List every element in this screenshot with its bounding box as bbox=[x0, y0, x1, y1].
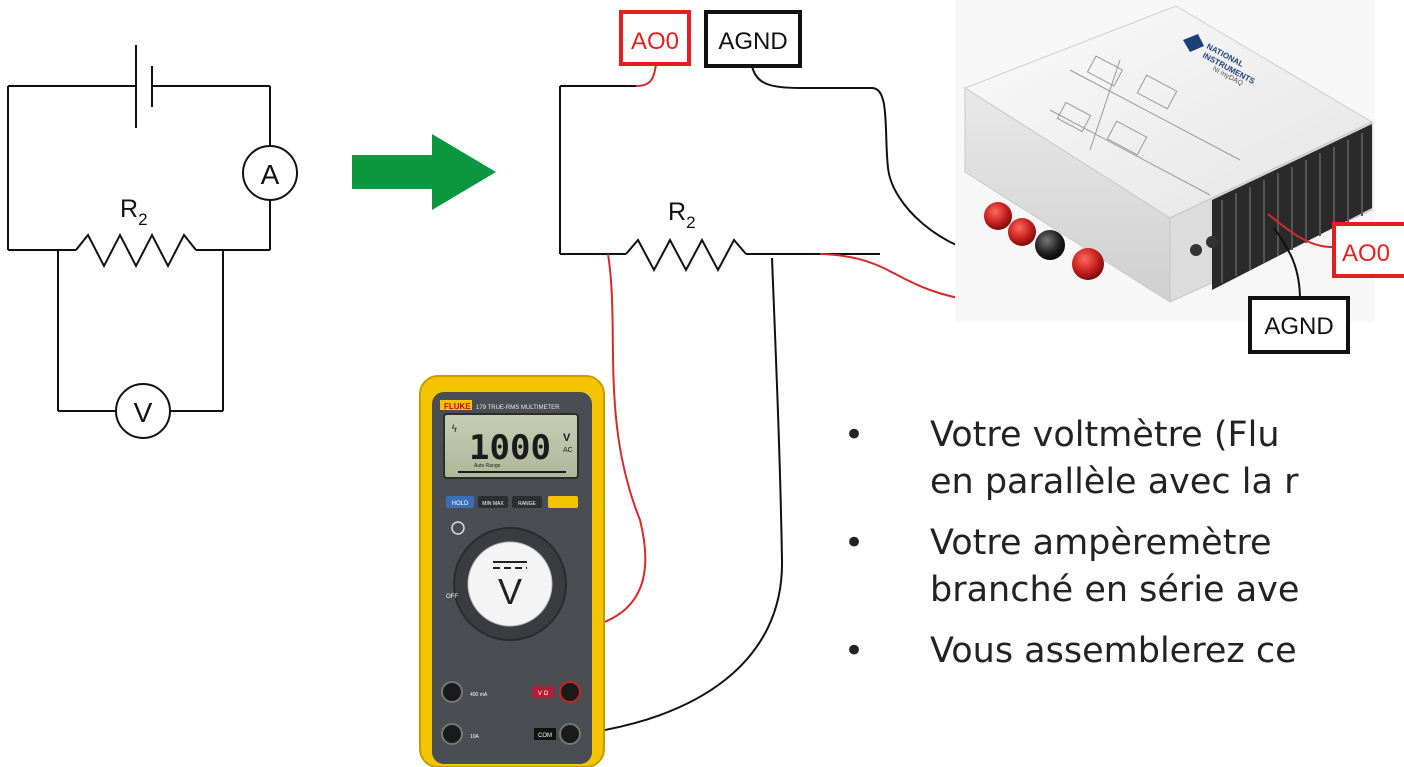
daq-jack-red-2 bbox=[1008, 218, 1036, 246]
bullet-line: Votre ampèremètre bbox=[930, 523, 1272, 563]
schematic-left bbox=[7, 45, 298, 439]
resistor-label-left-main: R bbox=[120, 195, 138, 223]
daq-device: NATIONAL INSTRUMENTS NI myDAQ bbox=[955, 0, 1375, 322]
multimeter-brand: FLUKE bbox=[444, 402, 471, 411]
jack-com bbox=[559, 723, 581, 745]
jack-400ma bbox=[441, 681, 463, 703]
bullet-item: Votre ampèremètre branché en série ave bbox=[830, 520, 1299, 614]
lcd-value: 1000 bbox=[469, 428, 551, 468]
hold-button-label: HOLD bbox=[452, 501, 469, 507]
hold-button[interactable] bbox=[446, 496, 474, 508]
lcd-unit: V bbox=[563, 432, 571, 444]
range-button-label: RANGE bbox=[518, 501, 536, 507]
bullet-line: en parallèle avec la r bbox=[930, 462, 1299, 502]
bullet-item: Votre voltmètre (Flu en parallèle avec l… bbox=[830, 412, 1299, 506]
agnd-side-label: AGND bbox=[1264, 313, 1333, 340]
resistor-label-right-main: R bbox=[668, 198, 686, 226]
lcd-unit-sub: AC bbox=[563, 447, 573, 454]
bullet-line: Votre voltmètre (Flu bbox=[930, 415, 1280, 455]
green-arrow bbox=[352, 134, 496, 210]
jack-400ma-label: 400 mA bbox=[470, 692, 488, 698]
multimeter: FLUKE 179 TRUE-RMS MULTIMETER ϟ 1000 V A… bbox=[419, 375, 605, 767]
probe-black-wire bbox=[571, 257, 784, 736]
resistor-label-right-sub: 2 bbox=[686, 213, 695, 232]
resistor-label-right: R2 bbox=[668, 198, 696, 232]
ammeter-label: A bbox=[261, 159, 280, 190]
multimeter-model: 179 TRUE-RMS MULTIMETER bbox=[476, 405, 560, 411]
brand-badge bbox=[440, 400, 472, 410]
lcd-bolt-icon: ϟ bbox=[451, 424, 458, 435]
jack-com-badge bbox=[534, 728, 556, 740]
daq-audio-jack bbox=[1206, 236, 1218, 248]
daq-jack-black bbox=[1035, 230, 1065, 260]
schematic-right bbox=[559, 65, 1041, 273]
daq-audio-jack bbox=[1190, 244, 1202, 256]
yellow-button[interactable] bbox=[548, 496, 578, 508]
ao0-wire bbox=[635, 63, 657, 87]
voltmeter-label: V bbox=[134, 397, 153, 428]
settings-icon bbox=[451, 521, 465, 535]
lcd-display bbox=[443, 413, 579, 479]
ao0-top-label: AO0 bbox=[631, 28, 679, 55]
agnd-wire bbox=[751, 65, 1041, 260]
probe-red-wire bbox=[574, 253, 647, 631]
jack-v-label: V Ω bbox=[538, 691, 549, 697]
ao0-top-box bbox=[619, 10, 691, 66]
minmax-button[interactable] bbox=[478, 496, 508, 508]
agnd-top-label: AGND bbox=[718, 28, 787, 55]
bullet-line: branché en série ave bbox=[930, 570, 1300, 610]
daq-agnd-wire bbox=[1273, 227, 1301, 301]
daq-jack-red-3 bbox=[1072, 248, 1104, 280]
resistor-zigzag bbox=[75, 232, 197, 269]
daq-jack-red-1 bbox=[984, 202, 1012, 230]
daq-ni-logo bbox=[1183, 34, 1204, 52]
jack-v-badge bbox=[532, 686, 554, 698]
agnd-top-box bbox=[704, 10, 802, 68]
resistor-label-left-sub: 2 bbox=[138, 210, 147, 229]
minmax-button-label: MIN MAX bbox=[482, 501, 504, 507]
ao0-side-box bbox=[1332, 222, 1404, 278]
ao0-side-label: AO0 bbox=[1342, 240, 1390, 267]
bullet-list: Votre voltmètre (Flu en parallèle avec l… bbox=[830, 412, 1299, 689]
rotary-dial[interactable] bbox=[467, 541, 553, 627]
range-button[interactable] bbox=[512, 496, 542, 508]
dial-symbol: V bbox=[498, 571, 522, 612]
off-label: OFF bbox=[446, 594, 458, 600]
resistor-zigzag-right bbox=[625, 237, 747, 273]
lcd-range-label: Auto Range bbox=[474, 463, 501, 469]
agnd-side-box bbox=[1248, 296, 1350, 354]
bullet-item: Vous assemblerez ce bbox=[830, 628, 1299, 675]
jack-10a-label: 10A bbox=[470, 734, 480, 740]
daq-terminal-screws bbox=[1221, 133, 1363, 283]
jack-com-label: COM bbox=[538, 733, 552, 739]
daq-ao0-wire bbox=[1267, 213, 1335, 249]
jack-10a bbox=[441, 723, 463, 745]
daq-block-diagram bbox=[1049, 55, 1241, 196]
resistor-label-left: R2 bbox=[120, 195, 148, 229]
bullet-line: Vous assemblerez ce bbox=[930, 631, 1297, 671]
jack-v bbox=[559, 681, 581, 703]
